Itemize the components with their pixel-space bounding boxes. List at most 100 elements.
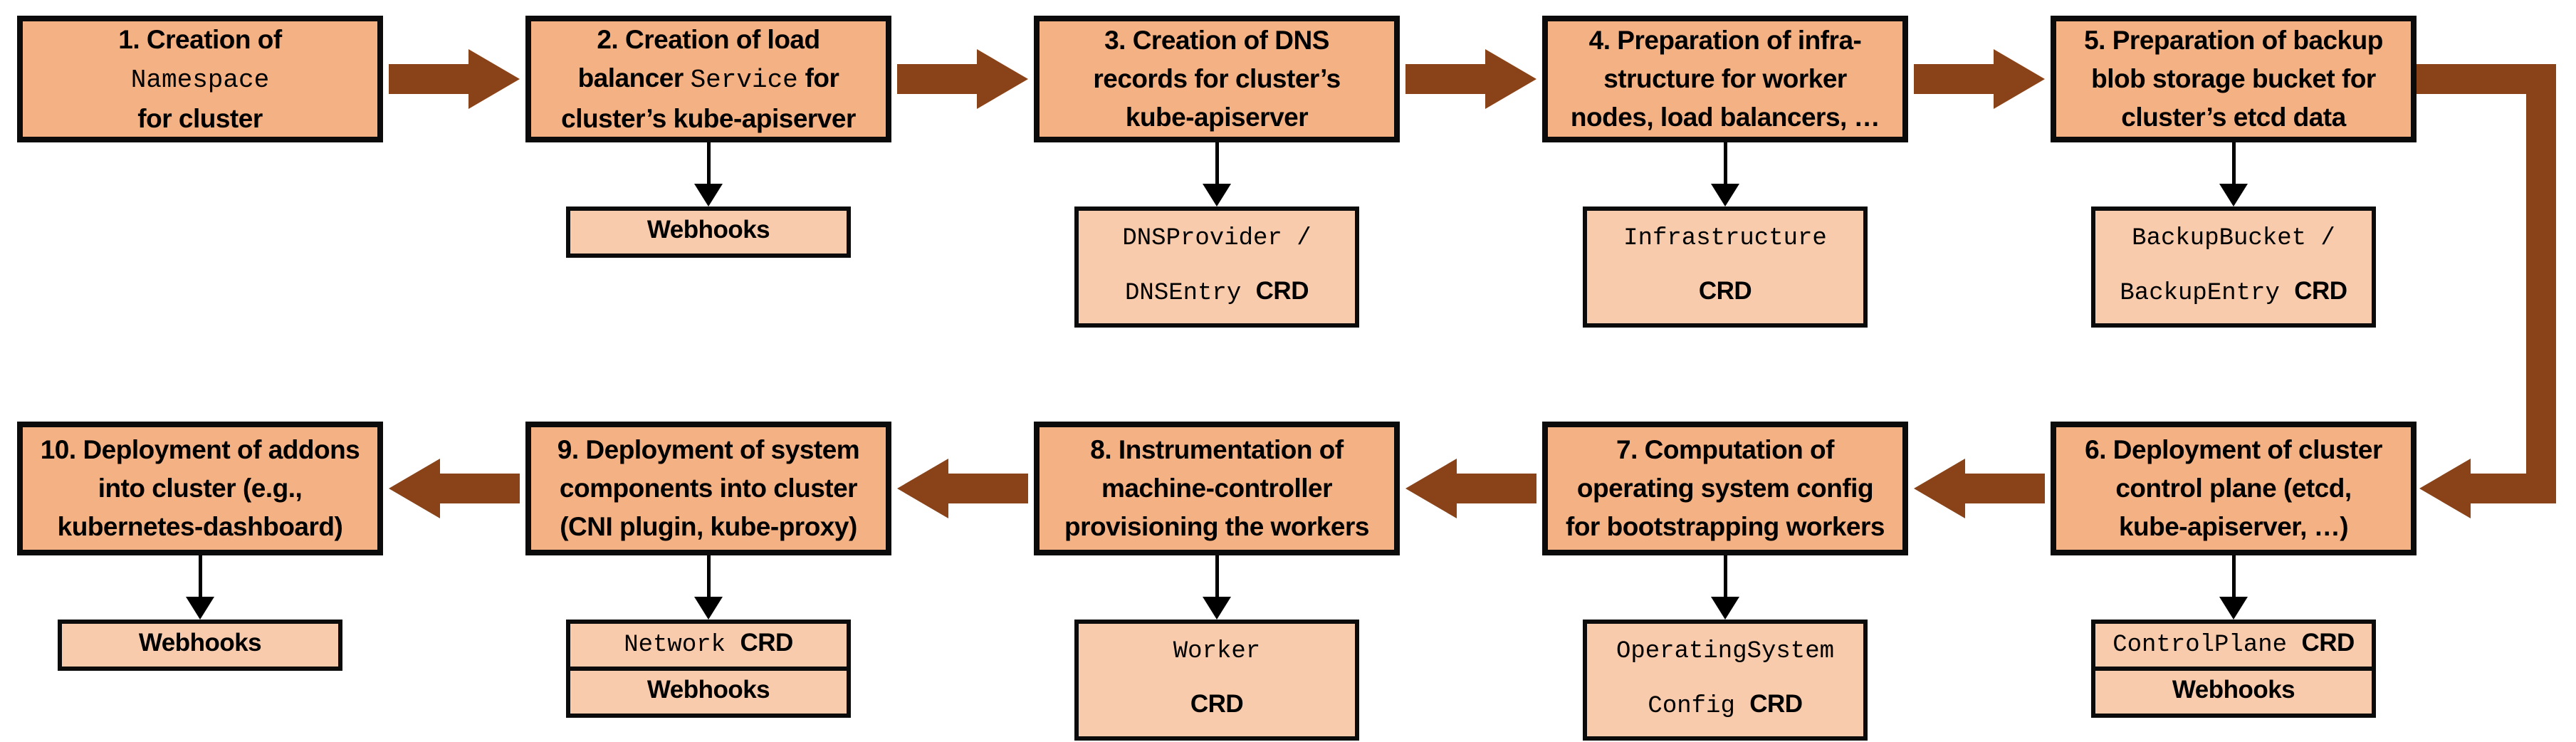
resource-card-line: Webhooks [647, 669, 770, 716]
resource-card-line: Worker [1173, 627, 1260, 679]
text-token: provisioning the workers [1064, 512, 1369, 541]
resource-card-line: BackupEntry CRD [2120, 266, 2347, 321]
arrow-head-left-icon [1914, 459, 1965, 518]
down-connector-line [706, 555, 711, 597]
step-2-resources: Webhooks [566, 207, 851, 258]
resource-card: Webhooks [58, 620, 342, 671]
step-5-label-line: cluster’s etcd data [2121, 98, 2346, 137]
flow-arrow-right-before-step-5 [1908, 16, 2051, 142]
text-token: cluster’s kube-apiserver [561, 103, 856, 133]
resource-card-line: CRD [1699, 266, 1752, 321]
down-arrow-head-icon [1203, 184, 1231, 207]
resource-card-line: Webhooks [139, 622, 262, 669]
step-10-label-line: into cluster (e.g., [98, 469, 303, 508]
step-7-label-line: operating system config [1576, 469, 1874, 508]
step-5-resources: BackupBucket /BackupEntry CRD [2091, 207, 2376, 328]
down-arrow-head-icon [186, 597, 214, 620]
step-8-label-line: provisioning the workers [1064, 508, 1369, 546]
arrow-bar [1405, 64, 1485, 94]
text-token: Webhooks [2172, 675, 2295, 704]
down-connector-step-5 [2219, 142, 2248, 207]
text-token: CRD [2294, 276, 2347, 305]
down-connector-step-6 [2219, 555, 2248, 620]
step-4-label-line: 4. Preparation of infra- [1589, 21, 1862, 60]
resource-card-line: Webhooks [2172, 669, 2295, 716]
step-7-label-line: 7. Computation of [1616, 431, 1834, 469]
step-1-box: 1. Creation of Namespace for cluster [17, 16, 383, 142]
step-7-label-line: for bootstrapping workers [1566, 508, 1885, 546]
down-connector-line [1215, 555, 1219, 597]
text-token: 8. Instrumentation of [1090, 435, 1344, 464]
flow-arrow-right-before-step-4 [1400, 16, 1542, 142]
arrow-bar [1457, 474, 1536, 503]
down-arrow-head-icon [1203, 597, 1231, 620]
text-token: 1. Creation of [118, 24, 282, 54]
step-2-label-line: balancer Service for [578, 59, 839, 100]
step-8-label-line: machine-controller [1101, 469, 1333, 508]
arrow-head-left-icon [1405, 459, 1457, 518]
arrow-bar [1965, 474, 2045, 503]
step-5-column: 5. Preparation of backup blob storage buc… [2051, 16, 2417, 328]
step-3-label-line: 3. Creation of DNS [1104, 21, 1329, 60]
text-token: 4. Preparation of infra- [1588, 26, 1862, 55]
text-token: cluster’s etcd data [2121, 103, 2346, 132]
step-3-label-line: kube-apiserver [1126, 98, 1309, 137]
down-arrow-head-icon [694, 597, 723, 620]
down-connector-line [198, 555, 202, 597]
step-6-label-line: 6. Deployment of cluster [2085, 431, 2382, 469]
down-arrow-head-icon [694, 184, 723, 207]
step-9-label-line: 9. Deployment of system [557, 431, 860, 469]
down-connector-line [2231, 142, 2236, 184]
step-4-label-line: structure for worker [1603, 60, 1847, 98]
code-token: DNSProvider / [1122, 224, 1311, 252]
down-connector-step-9 [694, 555, 723, 620]
resource-card-line: Infrastructure [1623, 214, 1827, 266]
down-connector-step-3 [1203, 142, 1231, 207]
text-token: nodes, load balancers, … [1570, 103, 1880, 132]
arrow-head-left-icon [897, 459, 948, 518]
step-3-resources: DNSProvider /DNSEntry CRD [1074, 207, 1359, 328]
down-arrow-head-icon [2219, 597, 2248, 620]
text-token: kubernetes-dashboard) [57, 512, 343, 541]
code-token: Infrastructure [1623, 224, 1827, 252]
text-token: 10. Deployment of addons [40, 435, 360, 464]
down-connector-step-2 [694, 142, 723, 207]
step-4-box: 4. Preparation of infra-structure for wo… [1542, 16, 1908, 142]
step-1-label-line: Namespace [131, 59, 269, 100]
arrow-bar [1914, 64, 1994, 94]
step-10-box: 10. Deployment of addons into cluster (e.… [17, 422, 383, 555]
code-token: Namespace [130, 65, 270, 95]
down-connector-step-8 [1203, 555, 1231, 620]
arrow-bar [389, 64, 468, 94]
elbow-arrow-shape [2417, 64, 2556, 518]
text-token: operating system config [1576, 474, 1874, 503]
down-connector-line [706, 142, 711, 184]
arrow-head-right-icon [1994, 49, 2045, 109]
flow-arrow-right-before-step-2 [383, 16, 525, 142]
text-token: 3. Creation of DNS [1104, 26, 1329, 55]
text-token: (CNI plugin, kube-proxy) [560, 512, 857, 541]
flow-row-top: 1. Creation of Namespace for cluster 2. Cre… [17, 16, 2417, 328]
resource-card-line: CRD [1190, 679, 1244, 734]
code-token: DNSEntry [1125, 279, 1256, 307]
step-5-label-line: blob storage bucket for [2091, 60, 2376, 98]
step-1-label-line: for cluster [137, 100, 263, 138]
text-token: for cluster [137, 103, 263, 133]
resource-card-line: Config CRD [1648, 679, 1803, 734]
text-token: 6. Deployment of cluster [2085, 435, 2382, 464]
down-connector-step-4 [1711, 142, 1739, 207]
resource-card: Webhooks [2091, 667, 2376, 718]
text-token: 5. Preparation of backup [2084, 26, 2383, 55]
arrow-bar [440, 474, 520, 503]
down-connector-line [2231, 555, 2236, 597]
flow-arrow-left-before-step-10 [383, 422, 525, 555]
